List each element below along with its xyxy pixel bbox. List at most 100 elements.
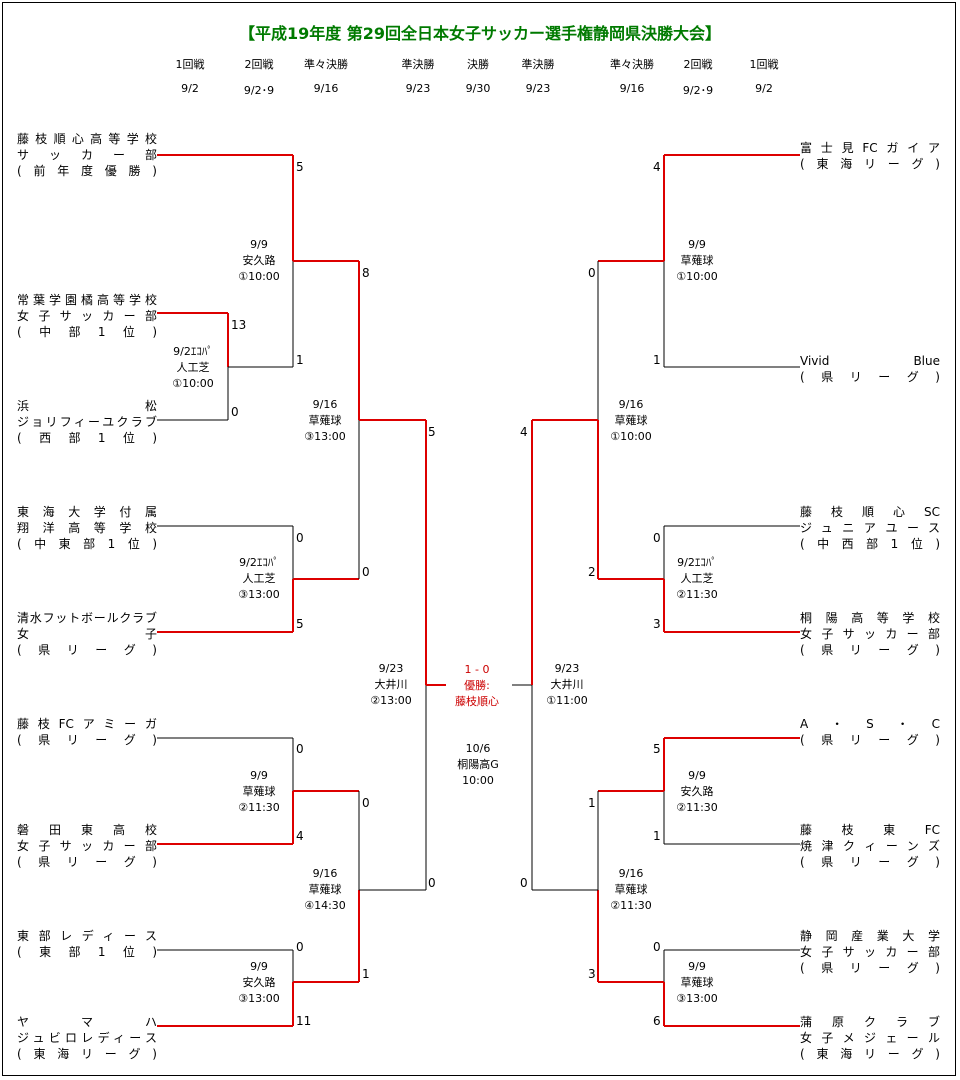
match-date: 9/16 [312,398,338,411]
team-line: (東部1位) [17,945,157,959]
match-time: ②11:30 [238,801,280,814]
match-date: 9/9 [250,960,268,973]
team-line: ジョリフィーユクラブ [17,415,157,429]
team-line: (県リーグ) [800,961,940,975]
team-entry: Vivid Blue(県リーグ) [800,353,940,401]
team-entry: 桐陽高等学校女子サッカー部(県リーグ) [800,610,940,658]
team-line: (東海リーグ) [17,1047,157,1061]
match-venue: 人工芝 [242,572,276,585]
match-date: 9/16 [618,867,644,880]
team-line: (県リーグ) [17,733,157,747]
team-line: (前年度優勝) [17,164,157,178]
match-time: ③13:00 [238,992,280,1005]
team-line: 東部レディース [17,929,157,943]
match-info: 9/9 安久路 ③13:00 [214,959,304,1007]
round-label: 2回戦 [244,58,274,71]
team-line: 清水フットボールクラブ [17,611,157,625]
score: 1 [653,353,661,367]
match-venue: 草薙球 [614,883,648,896]
round-date: 9/30 [465,82,491,95]
round-label: 1回戦 [175,58,205,71]
final-winner: 藤枝順心 [455,695,499,708]
score: 13 [231,318,247,332]
team-line: 女子サッカー部 [800,945,940,959]
team-line: (中東部1位) [17,537,157,551]
match-venue: 草薙球 [308,414,342,427]
team-line: ヤマハ [17,1015,157,1029]
team-entry: 東海大学付属翔洋高等学校 (中東部1位) [17,504,157,552]
match-time: ②11:30 [610,899,652,912]
team-entry: 浜松ジョリフィーユクラブ(西部1位) [17,398,157,446]
team-line: 女子サッカー部 [17,309,157,323]
score: 5 [296,617,304,631]
match-date: 9/23 [554,662,580,675]
score: 2 [588,565,596,579]
score: 4 [653,160,661,174]
match-date: 9/16 [618,398,644,411]
match-date: 9/9 [250,769,268,782]
team-line: 藤枝FCアミーガ [17,717,157,731]
score: 0 [362,796,370,810]
team-line: (東海リーグ) [800,157,940,171]
round-date: 9/2･9 [243,84,275,97]
match-date: 9/16 [312,867,338,880]
match-venue: 草薙球 [308,883,342,896]
match-venue: 安久路 [680,785,714,798]
round-date: 9/23 [525,82,551,95]
score: 0 [362,565,370,579]
final-match-info: 10/6 桐陽高G 10:00 [433,741,523,789]
team-line: 富士見FCガイア [800,141,940,155]
score: 4 [296,829,304,843]
match-venue: 安久路 [242,976,276,989]
team-line: 浜松 [17,399,157,413]
score: 5 [428,425,436,439]
score: 1 [296,353,304,367]
round-label: 準々決勝 [610,58,654,71]
score: 1 [653,829,661,843]
team-line: 翔洋高等学校 [17,521,157,535]
page-title: 【平成19年度 第29回全日本女子サッカー選手権静岡県決勝大会】 [238,24,722,43]
final-time: 10:00 [462,774,494,787]
round-date: 9/2 [181,82,199,95]
match-date: 9/2ｴｺﾊﾟ [677,556,717,569]
team-line: (中西部1位) [800,537,940,551]
match-time: ③13:00 [676,992,718,1005]
team-line: 女子 [17,627,157,641]
team-line: (県リーグ) [17,855,157,869]
round-label: 1回戦 [749,58,779,71]
final-score: 1 - 0 [464,663,490,676]
team-line: ジュニアユース [800,521,940,535]
team-line: 東海大学付属 [17,505,157,519]
team-line: (東海リーグ) [800,1047,940,1061]
team-line: (県リーグ) [17,643,157,657]
match-venue: 草薙球 [614,414,648,427]
round-date: 9/2･9 [682,84,714,97]
match-time: ②11:30 [676,588,718,601]
score: 0 [653,531,661,545]
team-entry: 藤枝FCアミーガ (県リーグ) [17,716,157,764]
score: 3 [588,967,596,981]
match-date: 9/9 [688,238,706,251]
match-venue: 人工芝 [176,361,210,374]
team-line: サッカー部 [17,148,157,162]
match-venue: 草薙球 [680,254,714,267]
team-line: 静岡産業大学 [800,929,940,943]
team-line: 藤枝東FC [800,823,940,837]
team-entry: 磐田東高校女子サッカー部(県リーグ) [17,822,157,870]
match-venue: 人工芝 [680,572,714,585]
score: 0 [428,876,436,890]
match-time: ②13:00 [370,694,412,707]
match-time: ③13:00 [238,588,280,601]
team-line: A・S・C [800,717,940,731]
score: 0 [520,876,528,890]
